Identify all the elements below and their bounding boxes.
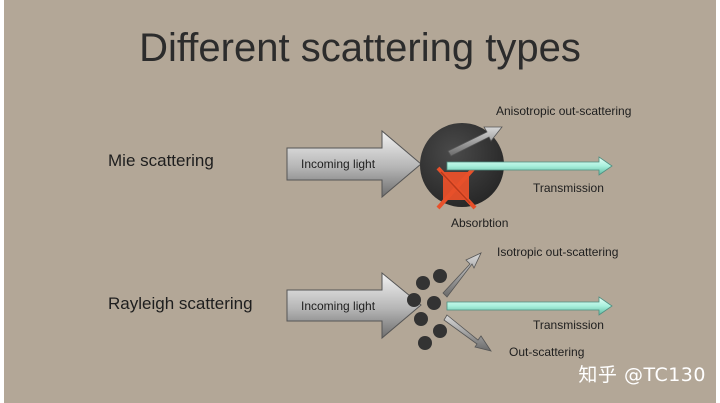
rayleigh-particle: [418, 336, 432, 350]
rayleigh-particle: [427, 296, 441, 310]
isotropic-out-scattering-label: Isotropic out-scattering: [497, 245, 619, 259]
rayleigh-particle: [416, 276, 430, 290]
mie-transmission-arrow: [446, 156, 613, 176]
absorption-label: Absorbtion: [451, 216, 509, 230]
rayleigh-scattering-label: Rayleigh scattering: [108, 294, 253, 313]
slide-title: Different scattering types: [139, 26, 581, 70]
mie-incoming-light-label: Incoming light: [301, 157, 376, 171]
out-scattering-label: Out-scattering: [509, 345, 585, 359]
left-border: [0, 0, 4, 403]
mie-transmission-label: Transmission: [533, 181, 604, 195]
rayleigh-incoming-light-label: Incoming light: [301, 299, 376, 313]
rayleigh-particle: [407, 293, 421, 307]
rayleigh-particle: [433, 269, 447, 283]
mie-scattering-label: Mie scattering: [108, 151, 214, 170]
mie-incoming-light-arrow: [286, 129, 422, 199]
rayleigh-out-scattering-arrow: [443, 314, 492, 352]
right-border: [716, 0, 720, 403]
rayleigh-particle: [433, 324, 447, 338]
mie-anisotropic-arrow: [447, 126, 503, 157]
absorption-cross-icon: [436, 166, 477, 210]
rayleigh-transmission-label: Transmission: [533, 318, 604, 332]
watermark: 知乎 @TC130: [578, 364, 706, 386]
anisotropic-out-scattering-label: Anisotropic out-scattering: [496, 104, 632, 118]
rayleigh-incoming-light-arrow: [286, 271, 422, 340]
rayleigh-transmission-arrow: [446, 296, 613, 316]
rayleigh-particles: [407, 269, 447, 350]
rayleigh-particle: [414, 312, 428, 326]
rayleigh-isotropic-arrow: [442, 252, 482, 298]
